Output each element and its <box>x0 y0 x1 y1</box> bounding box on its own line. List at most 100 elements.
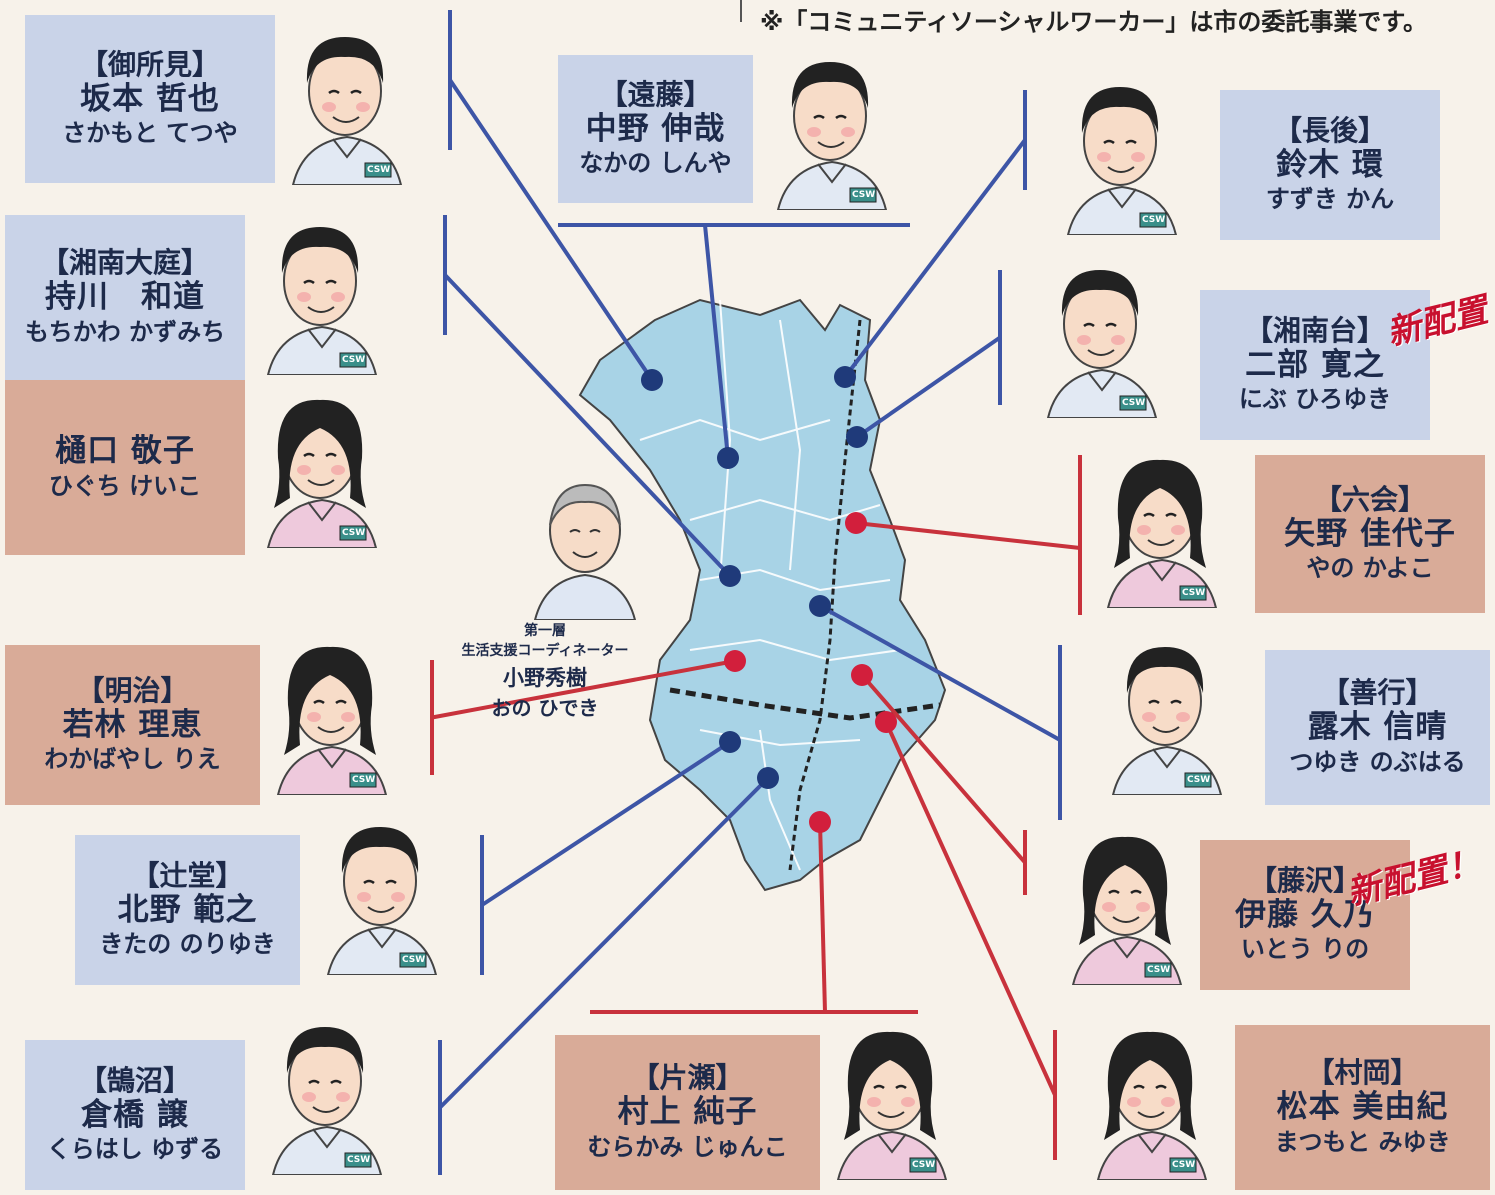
area-dot-goshomi <box>641 369 663 391</box>
connector-line-shonandai <box>855 335 1002 439</box>
worker-portrait: CSW <box>260 215 385 379</box>
connector-line-endo <box>703 224 730 459</box>
area-dot-katase <box>809 811 831 833</box>
worker-name: 伊藤 久乃 <box>1235 896 1375 933</box>
connector-line-goshomi <box>448 78 654 382</box>
worker-kana: わかばやし りえ <box>44 745 221 774</box>
worker-kana: にぶ ひろゆき <box>1238 385 1392 414</box>
worker-area: 【片瀬】 <box>631 1061 744 1095</box>
worker-kana: まつもと みゆき <box>1274 1127 1451 1156</box>
header-note: ※「コミュニティソーシャルワーカー」は市の委託事業です。 <box>760 8 1428 36</box>
connector-line-nagago <box>843 138 1027 379</box>
worker-name: 矢野 佳代子 <box>1284 515 1456 552</box>
area-dot-meiji <box>724 650 746 672</box>
csw-label: CSW <box>402 955 426 965</box>
worker-area: 【湘南台】 <box>1244 313 1385 347</box>
worker-card-shonandai: 【湘南台】二部 寛之にぶ ひろゆき <box>1200 290 1430 440</box>
connector-line-tsujido <box>480 740 732 907</box>
worker-card-fujisawa: 【藤沢】伊藤 久乃いとう りの <box>1200 840 1410 990</box>
worker-kana: やの かよこ <box>1306 554 1434 583</box>
worker-name: 露木 信晴 <box>1307 709 1448 746</box>
connectors <box>430 10 1082 1175</box>
connector-line-fujisawa <box>860 673 1027 864</box>
connector-line-shonanooba <box>443 273 732 578</box>
worker-name: 二部 寛之 <box>1245 346 1385 383</box>
coordinator-role-line1: 第一層 <box>524 623 566 639</box>
area-dot-shonandai <box>846 426 868 448</box>
worker-kana: いとう りの <box>1240 935 1370 964</box>
worker-portrait: CSW <box>830 1020 955 1184</box>
csw-label: CSW <box>352 775 376 785</box>
worker-area: 【鵠沼】 <box>78 1063 191 1097</box>
worker-area: 【御所見】 <box>79 47 220 81</box>
area-dot-kugenuma <box>757 767 779 789</box>
worker-name: 倉橋 譲 <box>81 1096 189 1133</box>
csw-label: CSW <box>1147 965 1171 975</box>
worker-portrait: CSW <box>270 635 395 799</box>
connector-line-kugenuma <box>438 776 770 1109</box>
worker-name: 若林 理恵 <box>62 706 203 743</box>
worker-kana: ひぐち けいこ <box>48 471 202 500</box>
csw-label: CSW <box>1122 398 1146 408</box>
worker-name: 北野 範之 <box>117 891 258 928</box>
csw-label: CSW <box>342 528 366 538</box>
worker-kana: なかの しんや <box>579 149 732 178</box>
worker-portrait: CSW <box>260 388 385 552</box>
csw-label: CSW <box>852 190 876 200</box>
connector-line-zengyo <box>819 604 1061 742</box>
worker-kana: きたの のりゆき <box>99 930 276 959</box>
worker-kana: むらかみ じゅんこ <box>587 1132 788 1161</box>
worker-kana: つゆき のぶはる <box>1289 747 1466 776</box>
worker-kana: すずき かん <box>1265 185 1395 214</box>
worker-portrait: CSW <box>1100 448 1225 612</box>
worker-name: 坂本 哲也 <box>80 80 220 117</box>
coordinator-portrait <box>525 470 645 624</box>
csw-label: CSW <box>912 1160 936 1170</box>
worker-card-zengyo: 【善行】露木 信晴つゆき のぶはる <box>1265 650 1490 805</box>
worker-area: 【六会】 <box>1313 482 1426 516</box>
worker-area: 【村岡】 <box>1306 1056 1419 1090</box>
worker-portrait: CSW <box>1060 75 1185 239</box>
worker-card-kugenuma: 【鵠沼】倉橋 譲くらはし ゆずる <box>25 1040 245 1190</box>
worker-card-shonanooba: 【湘南大庭】持川 和道もちかわ かずみち <box>5 215 245 380</box>
worker-card-muraoka: 【村岡】松本 美由紀まつもと みゆき <box>1235 1025 1490 1190</box>
area-dot-shonanooba <box>719 565 741 587</box>
csw-label: CSW <box>1187 775 1211 785</box>
area-dot-tsujido <box>719 731 741 753</box>
worker-name: 鈴木 環 <box>1276 146 1384 183</box>
worker-portrait: CSW <box>320 815 445 979</box>
csw-label: CSW <box>1172 1160 1196 1170</box>
connector-line-muraoka <box>884 721 1057 1096</box>
coordinator-name: 小野秀樹 <box>503 666 587 690</box>
worker-card-shonanooba2: 樋口 敬子ひぐち けいこ <box>5 380 245 555</box>
area-dot-mutsuai <box>845 512 867 534</box>
worker-portrait: CSW <box>1105 635 1230 799</box>
area-dot-fujisawa <box>851 664 873 686</box>
connector-line-meiji <box>431 659 736 720</box>
csw-label: CSW <box>1182 588 1206 598</box>
coordinator-label: 第一層 生活支援コーディネーター 小野秀樹 おの ひでき <box>440 620 650 721</box>
area-dot-nagago <box>834 366 856 388</box>
worker-card-goshomi: 【御所見】坂本 哲也さかもと てつや <box>25 15 275 183</box>
csw-label: CSW <box>342 355 366 365</box>
connector-line-mutsuai <box>855 521 1081 550</box>
connector-line-katase <box>818 821 827 1013</box>
worker-area: 【辻堂】 <box>131 858 244 892</box>
worker-portrait: CSW <box>1065 825 1190 989</box>
worker-card-nagago: 【長後】鈴木 環すずき かん <box>1220 90 1440 240</box>
worker-name: 持川 和道 <box>45 279 205 316</box>
worker-card-katase: 【片瀬】村上 純子むらかみ じゅんこ <box>555 1035 820 1190</box>
worker-card-endo: 【遠藤】中野 伸哉なかの しんや <box>558 55 753 203</box>
worker-area: 【長後】 <box>1273 113 1386 147</box>
worker-name: 樋口 敬子 <box>55 433 195 470</box>
worker-name: 中野 伸哉 <box>585 110 726 147</box>
area-dot-muraoka <box>875 711 897 733</box>
worker-portrait: CSW <box>265 1015 390 1179</box>
worker-area: 【遠藤】 <box>599 77 712 111</box>
worker-portrait: CSW <box>1040 258 1165 422</box>
worker-area: 【湘南大庭】 <box>40 246 209 280</box>
district-borders <box>639 299 901 871</box>
note-divider <box>740 0 742 22</box>
